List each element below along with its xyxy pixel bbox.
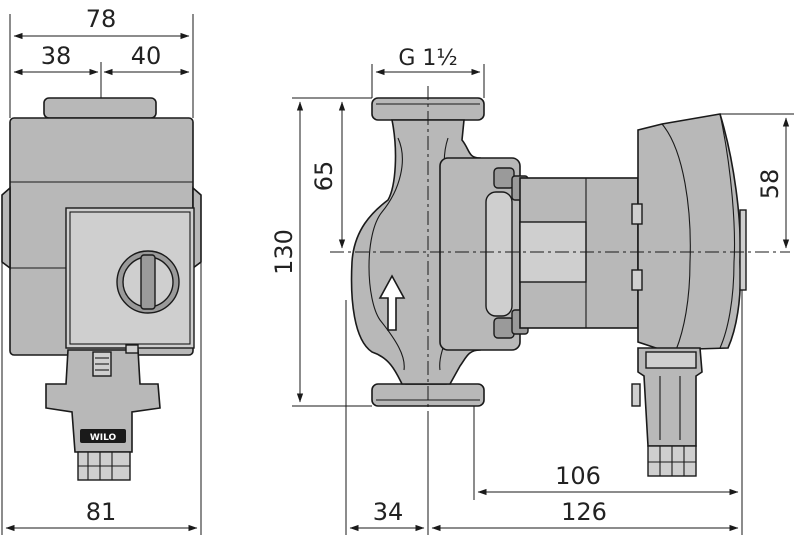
dim-side-thread: G 1½: [398, 46, 457, 71]
dim-side-half-height: 65: [310, 161, 338, 192]
front-view: WILO 78 38 40 81: [1, 5, 202, 535]
side-motor-head: [637, 113, 742, 351]
dim-front-total-width: 78: [86, 5, 117, 33]
wilo-logo: [80, 429, 126, 443]
front-electronics-module: [45, 349, 161, 453]
dim-side-total-length: 126: [561, 498, 607, 526]
dim-front-right-width: 40: [131, 42, 162, 70]
front-left-flange: [1, 186, 11, 270]
dim-front-bottom-width: 81: [86, 498, 117, 526]
dim-side-total-height: 130: [270, 229, 298, 275]
dim-side-inner-length: 106: [555, 462, 601, 490]
front-top-cap: [43, 97, 157, 119]
dim-front-left-width: 38: [41, 42, 72, 70]
flow-direction-arrow: [378, 274, 406, 331]
side-view: G 1½ 130 65 58 106 34 126: [270, 46, 794, 535]
dim-side-port-offset: 34: [373, 498, 404, 526]
dim-side-motor-height: 58: [756, 169, 784, 200]
wilo-logo-text: WILO: [90, 433, 117, 443]
